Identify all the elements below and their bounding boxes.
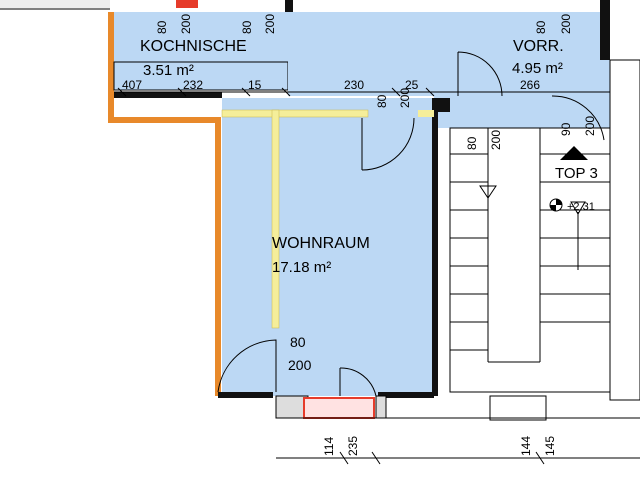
door-3-height: 200 [398,88,412,108]
hall-name: VORR. [513,38,564,55]
hall-lower-area [434,96,610,128]
stair-arrow-down-icon [479,185,497,199]
door-1-height: 200 [263,14,277,34]
kitchen-name: KOCHNISCHE [140,38,247,55]
wall-stair-left [432,98,438,396]
door-6-width: 80 [290,334,306,350]
dim-bottom-3: 145 [543,436,557,456]
door-2-width: 80 [534,20,548,34]
dim-bottom-2: 144 [519,436,533,456]
partition-vertical [271,109,280,329]
dim-bottom-0: 114 [322,437,336,456]
living-name: WOHNRAUM [272,235,370,252]
kitchen-area-label: 3.51 m² [143,62,194,79]
kitchen-counter [113,61,289,91]
top-edge-strip [0,0,110,8]
door-bottom-right [339,367,377,397]
door-5-height: 200 [489,130,503,150]
unit-marker-icon [560,146,588,160]
door-6-height: 200 [288,357,312,373]
wall-stair-block [432,98,450,112]
orange-wall-left [108,12,221,396]
hall-area [288,12,610,96]
hall-area-label: 4.95 m² [512,60,563,77]
door-5-width: 80 [465,136,479,150]
wall-bottom-right [378,392,434,398]
dim-top-3: 230 [344,78,364,92]
dim-bottom-1: 235 [346,436,360,456]
stair-outline [449,127,611,393]
partition-right [418,110,434,117]
door-living [361,117,415,171]
partition-horizontal [221,109,369,118]
stair-treads [450,128,610,363]
red-accent-bottom [303,397,375,419]
dim-top-4: 25 [405,78,419,92]
right-edge-wall [609,59,640,401]
wall-bottom-pillar-2 [375,395,387,419]
dim-top-0: 407 [122,78,142,92]
door-3-width: 80 [375,94,389,108]
level-marker-fill [550,199,562,211]
door-1-width: 80 [240,20,254,34]
door-4-width: 90 [559,122,573,136]
stair-landing [489,395,547,421]
door-4-height: 200 [583,116,597,136]
living-area [222,98,434,396]
dim-top-2: 15 [248,78,262,92]
dim-top-5: 266 [520,78,540,92]
wall-bottom-left [218,392,273,398]
dimension-ticks-bottom [339,451,545,465]
door-2-height: 200 [559,14,573,34]
dim-top-1: 232 [183,78,203,92]
door-hall-entry [457,51,503,97]
wall-top-right [600,0,610,60]
door-bottom-living [217,339,277,393]
living-area-label: 17.18 m² [272,259,331,276]
wall-top [285,0,293,12]
door-0-height: 200 [179,14,193,34]
wall-between-kitchen-living [114,92,222,98]
door-top-right [551,95,605,141]
unit-label: TOP 3 [555,165,598,182]
stair-arrow-up-icon [570,201,586,215]
door-0-width: 80 [155,20,169,34]
dimension-ticks-top [117,87,435,97]
kitchen-area [114,12,288,64]
red-accent-top [176,0,198,8]
level-label: +2.31 [567,201,595,213]
